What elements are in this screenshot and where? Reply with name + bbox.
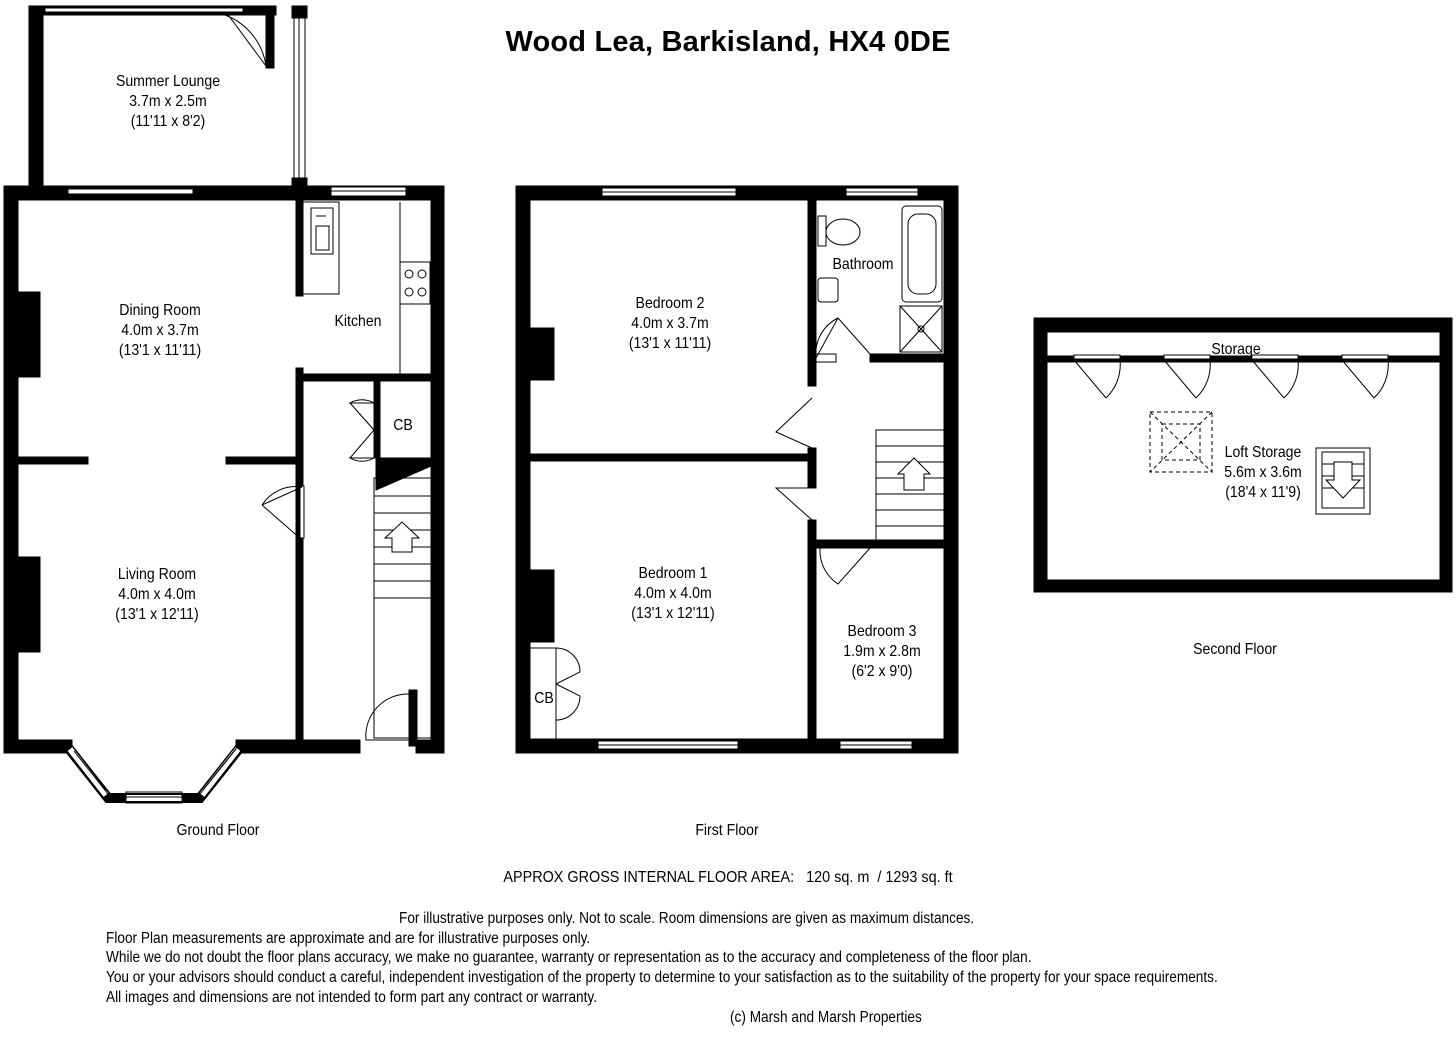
room-name: Summer Lounge <box>115 73 221 90</box>
disclaimer-line-3: While we do not doubt the floor plans ac… <box>106 949 1032 966</box>
room-name: Kitchen <box>334 313 382 330</box>
first-stairs <box>875 429 945 543</box>
room-kitchen: Kitchen <box>323 312 393 332</box>
floor-label-ground: Ground Floor <box>176 822 260 839</box>
room-bedroom-1: Bedroom 1 4.0m x 4.0m (13'1 x 12'11) <box>603 564 744 624</box>
room-dining-room: Dining Room 4.0m x 3.7m (13'1 x 11'11) <box>90 301 231 361</box>
disclaimer-line-2: Floor Plan measurements are approximate … <box>106 930 591 947</box>
floor-label-first: First Floor <box>695 822 759 839</box>
copyright-notice: (c) Marsh and Marsh Properties <box>730 1009 922 1026</box>
room-name: Living Room <box>117 566 197 583</box>
second-floor-walls <box>1033 317 1453 593</box>
room-metric: 4.0m x 4.0m <box>634 585 712 602</box>
room-imperial: (13'1 x 12'11) <box>631 605 715 622</box>
room-metric: 5.6m x 3.6m <box>1224 464 1302 481</box>
room-imperial: (11'11 x 8'2) <box>130 113 206 130</box>
room-name: Dining Room <box>119 302 201 319</box>
room-imperial: (13'1 x 11'11) <box>628 335 712 352</box>
room-metric: 3.7m x 2.5m <box>129 93 207 110</box>
room-bathroom: Bathroom <box>827 255 899 275</box>
room-name: Loft Storage <box>1224 444 1302 461</box>
kitchen-fittings <box>302 201 431 374</box>
room-imperial: (13'1 x 11'11) <box>118 342 202 359</box>
room-metric: 4.0m x 3.7m <box>121 322 199 339</box>
room-name: CB <box>393 417 413 434</box>
room-name: Bathroom <box>832 256 894 273</box>
room-summer-lounge: Summer Lounge 3.7m x 2.5m (11'11 x 8'2) <box>98 72 239 132</box>
room-living-room: Living Room 4.0m x 4.0m (13'1 x 12'11) <box>87 565 228 625</box>
room-name: Bedroom 1 <box>638 565 708 582</box>
disclaimer-line-5: All images and dimensions are not intend… <box>106 989 598 1006</box>
room-name: Storage <box>1211 341 1261 358</box>
room-bedroom-2: Bedroom 2 4.0m x 3.7m (13'1 x 11'11) <box>600 294 741 354</box>
room-cb-ground: CB <box>385 416 420 436</box>
floor-area-summary: APPROX GROSS INTERNAL FLOOR AREA: 120 sq… <box>503 869 953 886</box>
disclaimer-line-1: For illustrative purposes only. Not to s… <box>399 910 975 927</box>
ground-stairs <box>373 477 432 739</box>
ground-floor-walls <box>3 5 445 804</box>
room-bedroom-3: Bedroom 3 1.9m x 2.8m (6'2 x 9'0) <box>826 622 939 682</box>
room-loft-storage: Loft Storage 5.6m x 3.6m (18'4 x 11'9) <box>1210 443 1316 503</box>
room-name: Bedroom 2 <box>635 295 705 312</box>
bathroom-fittings <box>817 205 943 353</box>
room-imperial: (6'2 x 9'0) <box>851 663 913 680</box>
room-metric: 4.0m x 4.0m <box>118 586 196 603</box>
room-imperial: (18'4 x 11'9) <box>1225 484 1301 501</box>
room-storage: Storage <box>1201 340 1271 360</box>
floor-label-second: Second Floor <box>1193 641 1277 658</box>
room-metric: 1.9m x 2.8m <box>843 643 921 660</box>
disclaimer-line-4: You or your advisors should conduct a ca… <box>106 969 1218 986</box>
page-title: Wood Lea, Barkisland, HX4 0DE <box>505 26 951 58</box>
room-name: CB <box>534 690 554 707</box>
room-cb-first: CB <box>526 689 561 709</box>
room-metric: 4.0m x 3.7m <box>631 315 709 332</box>
first-floor-walls <box>515 185 959 754</box>
room-name: Bedroom 3 <box>847 623 917 640</box>
room-imperial: (13'1 x 12'11) <box>115 606 199 623</box>
